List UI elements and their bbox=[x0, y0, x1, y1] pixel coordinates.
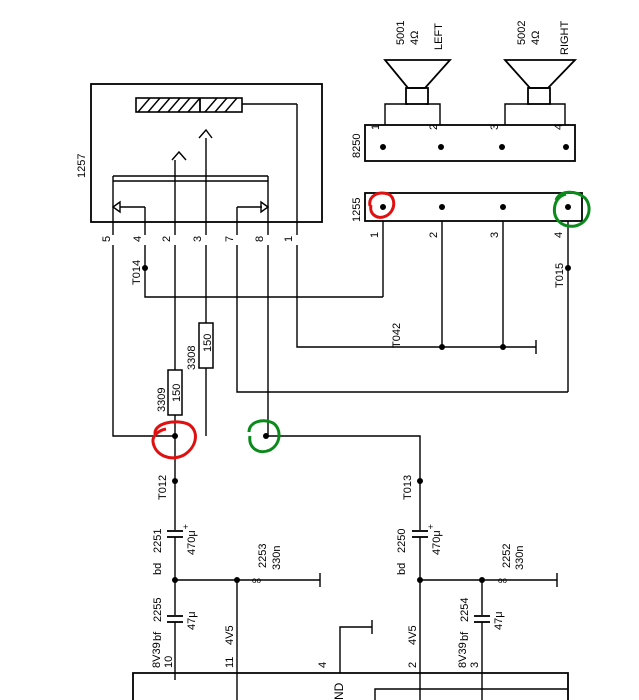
cap-2251-code: bd bbox=[152, 563, 164, 575]
capacitor-2254 bbox=[474, 615, 490, 623]
connector-8250 bbox=[364, 124, 576, 162]
speaker-left bbox=[383, 59, 453, 125]
ic-pin10-label: 8V39 bbox=[151, 642, 163, 668]
jack-pin4: 4 bbox=[132, 236, 144, 242]
resistor-3308-ref: 3308 bbox=[186, 346, 198, 370]
capacitor-2252: oo bbox=[498, 576, 507, 585]
speaker-left-label: LEFT bbox=[433, 23, 445, 50]
c1255-pin2: 2 bbox=[428, 232, 440, 238]
jack-1257-ref: 1257 bbox=[76, 154, 88, 178]
resistor-3309-value: 150 bbox=[171, 384, 183, 402]
ic-pin11-label: 4V5 bbox=[224, 625, 236, 645]
cap-2251-value: 470μ bbox=[186, 530, 198, 555]
jack-pin2: 2 bbox=[161, 236, 173, 242]
c8250-pin3: 3 bbox=[489, 124, 501, 130]
c8250-pin4: 4 bbox=[553, 124, 565, 130]
cap-2250-code: bd bbox=[396, 563, 408, 575]
cap-2251-ref: 2251 bbox=[152, 529, 164, 553]
c1255-pin3: 3 bbox=[489, 232, 501, 238]
tp-t012: T012 bbox=[157, 475, 169, 500]
cap-2250-value: 470μ bbox=[431, 530, 443, 555]
ic-gnd-label: ND bbox=[332, 682, 346, 700]
connector-1255-ref: 1255 bbox=[351, 198, 363, 222]
tp-t014: T014 bbox=[131, 260, 143, 285]
c1255-pin1: 1 bbox=[369, 232, 381, 238]
svg-text:+: + bbox=[428, 522, 433, 532]
cap-2255-value: 47μ bbox=[186, 611, 198, 630]
svg-text:oo: oo bbox=[252, 576, 261, 585]
resistor-3309 bbox=[167, 369, 183, 436]
ic-pin3-num: 3 bbox=[469, 662, 481, 668]
green-circle-marker-top bbox=[552, 190, 591, 228]
jack-1257 bbox=[90, 83, 323, 235]
svg-text:+: + bbox=[183, 522, 188, 532]
capacitor-2255 bbox=[167, 615, 183, 623]
resistor-3309-ref: 3309 bbox=[156, 388, 168, 412]
resistor-3308 bbox=[198, 322, 214, 436]
ic-pin10-num: 10 bbox=[163, 656, 175, 668]
speaker-left-impedance: 4Ω bbox=[409, 31, 421, 45]
speaker-right-ref: 5002 bbox=[516, 21, 528, 45]
c1255-pin4: 4 bbox=[553, 232, 565, 238]
jack-pin8: 8 bbox=[254, 236, 266, 242]
cap-2253-ref: 2253 bbox=[257, 544, 269, 568]
red-circle-marker-bottom bbox=[151, 420, 197, 460]
amplifier-ic bbox=[132, 620, 569, 700]
svg-text:oo: oo bbox=[498, 576, 507, 585]
c8250-pin2: 2 bbox=[428, 124, 440, 130]
speaker-right-impedance: 4Ω bbox=[530, 31, 542, 45]
connector-8250-ref: 8250 bbox=[351, 134, 363, 158]
capacitor-2253: oo bbox=[252, 576, 261, 585]
resistor-3308-value: 150 bbox=[202, 334, 214, 352]
tp-t013: T013 bbox=[402, 475, 414, 500]
cap-2250-ref: 2250 bbox=[396, 529, 408, 553]
ic-pin2-num: 2 bbox=[407, 662, 419, 668]
cap-2254-ref: 2254 bbox=[459, 598, 471, 622]
ic-pin11-num: 11 bbox=[224, 657, 236, 668]
jack-pin7: 7 bbox=[224, 236, 236, 242]
connector-1255 bbox=[364, 192, 583, 222]
tp-t015: T015 bbox=[554, 263, 566, 288]
ic-pin2-label: 4V5 bbox=[407, 625, 419, 645]
red-circle-marker-top bbox=[368, 191, 396, 219]
jack-pin5: 5 bbox=[101, 236, 113, 242]
cap-2252-ref: 2252 bbox=[501, 544, 513, 568]
cap-2254-code: bf bbox=[459, 631, 471, 641]
ic-pin3-label: 8V39 bbox=[457, 642, 469, 668]
ic-pin4-num: 4 bbox=[317, 662, 329, 668]
tp-t042: T042 bbox=[391, 323, 403, 348]
speaker-right bbox=[502, 59, 578, 125]
cap-2253-value: 330n bbox=[271, 546, 283, 570]
speaker-right-label: RIGHT bbox=[559, 21, 571, 56]
cap-2255-ref: 2255 bbox=[152, 598, 164, 622]
jack-pin3: 3 bbox=[192, 236, 204, 242]
green-circle-marker-bottom bbox=[247, 419, 281, 454]
cap-2255-code: bf bbox=[152, 631, 164, 641]
c8250-pin1: 1 bbox=[370, 124, 382, 130]
jack-pin1: 1 bbox=[283, 236, 295, 242]
cap-2252-value: 330n bbox=[514, 546, 526, 570]
speaker-left-ref: 5001 bbox=[395, 21, 407, 45]
cap-2254-value: 47μ bbox=[493, 611, 505, 630]
